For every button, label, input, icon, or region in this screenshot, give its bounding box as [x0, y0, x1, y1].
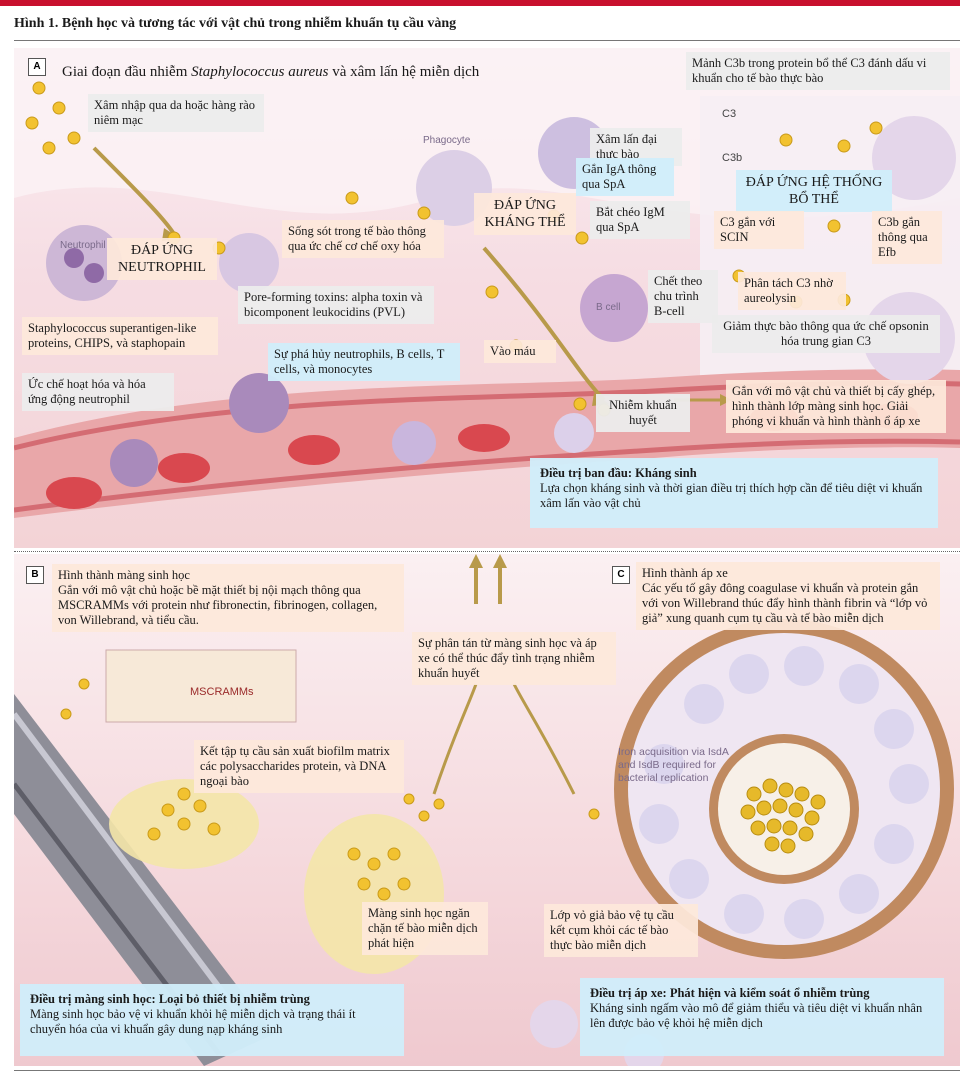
neutrophil-caption: Neutrophil: [60, 240, 106, 251]
treatment-a-title: Điều trị ban đầu: Kháng sinh: [540, 466, 697, 480]
treatment-a-body: Lựa chọn kháng sinh và thời gian điều tr…: [540, 481, 923, 510]
label-c3-scin: C3 gắn với SCIN: [714, 211, 804, 249]
c3b-text: C3b: [722, 152, 743, 164]
label-pore-toxins: Pore-forming toxins: alpha toxin và bico…: [238, 286, 434, 324]
treatment-c-body: Kháng sinh ngấm vào mô để giảm thiểu và …: [590, 1001, 923, 1030]
label-pseudocapsule: Lớp vỏ giả bảo vệ tụ cầu kết cụm khỏi cá…: [544, 904, 698, 957]
label-abscess: Hình thành áp xe Các yếu tố gây đông coa…: [636, 562, 940, 630]
label-antibody-response: ĐÁP ỨNG KHÁNG THỂ: [474, 193, 576, 235]
label-attach-host: Gắn với mô vật chủ và thiết bị cấy ghép,…: [726, 380, 946, 433]
label-bcell-death: Chết theo chu trình B-cell: [648, 270, 718, 323]
panel-a-heading-prefix: Giai đoạn đầu nhiễm: [62, 64, 192, 80]
label-dispersal: Sự phân tán từ màng sinh học và áp xe có…: [412, 632, 616, 685]
treatment-c: Điều trị áp xe: Phát hiện và kiểm soát ổ…: [580, 978, 944, 1056]
panel-a-heading: Giai đoạn đầu nhiễm Staphylococcus aureu…: [62, 64, 479, 81]
panel-divider: [14, 551, 960, 552]
label-entry: Xâm nhập qua da hoặc hàng rào niêm mạc: [88, 94, 264, 132]
label-superantigen: Staphylococcus superantigen-like protein…: [22, 317, 218, 355]
label-biofilm-body: Gắn với mô vật chủ hoặc bề mặt thiết bị …: [58, 583, 378, 627]
label-iron: Iron acquisition via IsdA and IsdB requi…: [618, 746, 729, 784]
label-c3b-efb: C3b gắn thông qua Efb: [872, 211, 942, 264]
treatment-b: Điều trị màng sinh học: Loại bỏ thiết bị…: [20, 984, 404, 1056]
label-blood: Vào máu: [484, 340, 556, 363]
label-complement-response: ĐÁP ỨNG HỆ THỐNG BỔ THỂ: [736, 170, 892, 212]
label-bacteremia: Nhiễm khuẩn huyết: [596, 394, 690, 432]
label-abscess-body: Các yếu tố gây đông coagulase vi khuẩn v…: [642, 581, 928, 625]
label-abscess-title: Hình thành áp xe: [642, 566, 728, 580]
label-biofilm-title: Hình thành màng sinh học: [58, 568, 190, 582]
treatment-b-title: Điều trị màng sinh học: Loại bỏ thiết bị…: [30, 992, 310, 1006]
panel-bc-scene: [14, 554, 960, 1066]
label-aggregate: Kết tập tụ cầu sản xuất biofilm matrix c…: [194, 740, 404, 793]
label-igm: Bắt chéo IgM qua SpA: [590, 201, 690, 239]
title-rule: [0, 0, 960, 6]
title-underline: [14, 40, 960, 41]
panel-b-letter: B: [26, 566, 44, 584]
panel-a-letter: A: [28, 58, 46, 76]
panel-a-heading-suffix: và xâm lấn hệ miễn dịch: [328, 64, 480, 80]
figure-title: Hình 1. Bệnh học và tương tác với vật ch…: [14, 16, 457, 31]
label-aureolysin: Phân tách C3 nhờ aureolysin: [738, 272, 846, 310]
bcell-caption: B cell: [596, 302, 621, 313]
bottom-rule: [14, 1070, 960, 1071]
mscramms-caption: MSCRAMMs: [190, 686, 254, 698]
label-destroy: Sự phá hủy neutrophils, B cells, T cells…: [268, 343, 460, 381]
label-biofilm: Hình thành màng sinh học Gắn với mô vật …: [52, 564, 404, 632]
panel-bc-illustration: [14, 554, 954, 1066]
label-survive: Sống sót trong tế bào thông qua ức chế c…: [282, 220, 444, 258]
c3-text: C3: [722, 108, 737, 120]
label-inhibit: Ức chế hoạt hóa và hóa ứng động neutroph…: [22, 373, 174, 411]
phagocyte-caption: Phagocyte: [423, 135, 471, 146]
treatment-b-body: Màng sinh học bảo vệ vi khuẩn khỏi hệ mi…: [30, 1007, 356, 1036]
treatment-a: Điều trị ban đầu: Kháng sinh Lựa chọn kh…: [530, 458, 938, 528]
label-iga: Gắn IgA thông qua SpA: [576, 158, 674, 196]
label-c3b-mark: Mảnh C3b trong protein bổ thể C3 đánh dấ…: [686, 52, 950, 90]
treatment-c-title: Điều trị áp xe: Phát hiện và kiểm soát ổ…: [590, 986, 870, 1000]
label-neutrophil-response: ĐÁP ỨNG NEUTROPHIL: [107, 238, 217, 280]
panel-c-letter: C: [612, 566, 630, 584]
label-opsonin: Giảm thực bào thông qua ức chế opsonin h…: [712, 315, 940, 353]
panel-a-heading-organism: Staphylococcus aureus: [191, 64, 329, 80]
label-block: Màng sinh học ngăn chặn tế bào miễn dịch…: [362, 902, 488, 955]
